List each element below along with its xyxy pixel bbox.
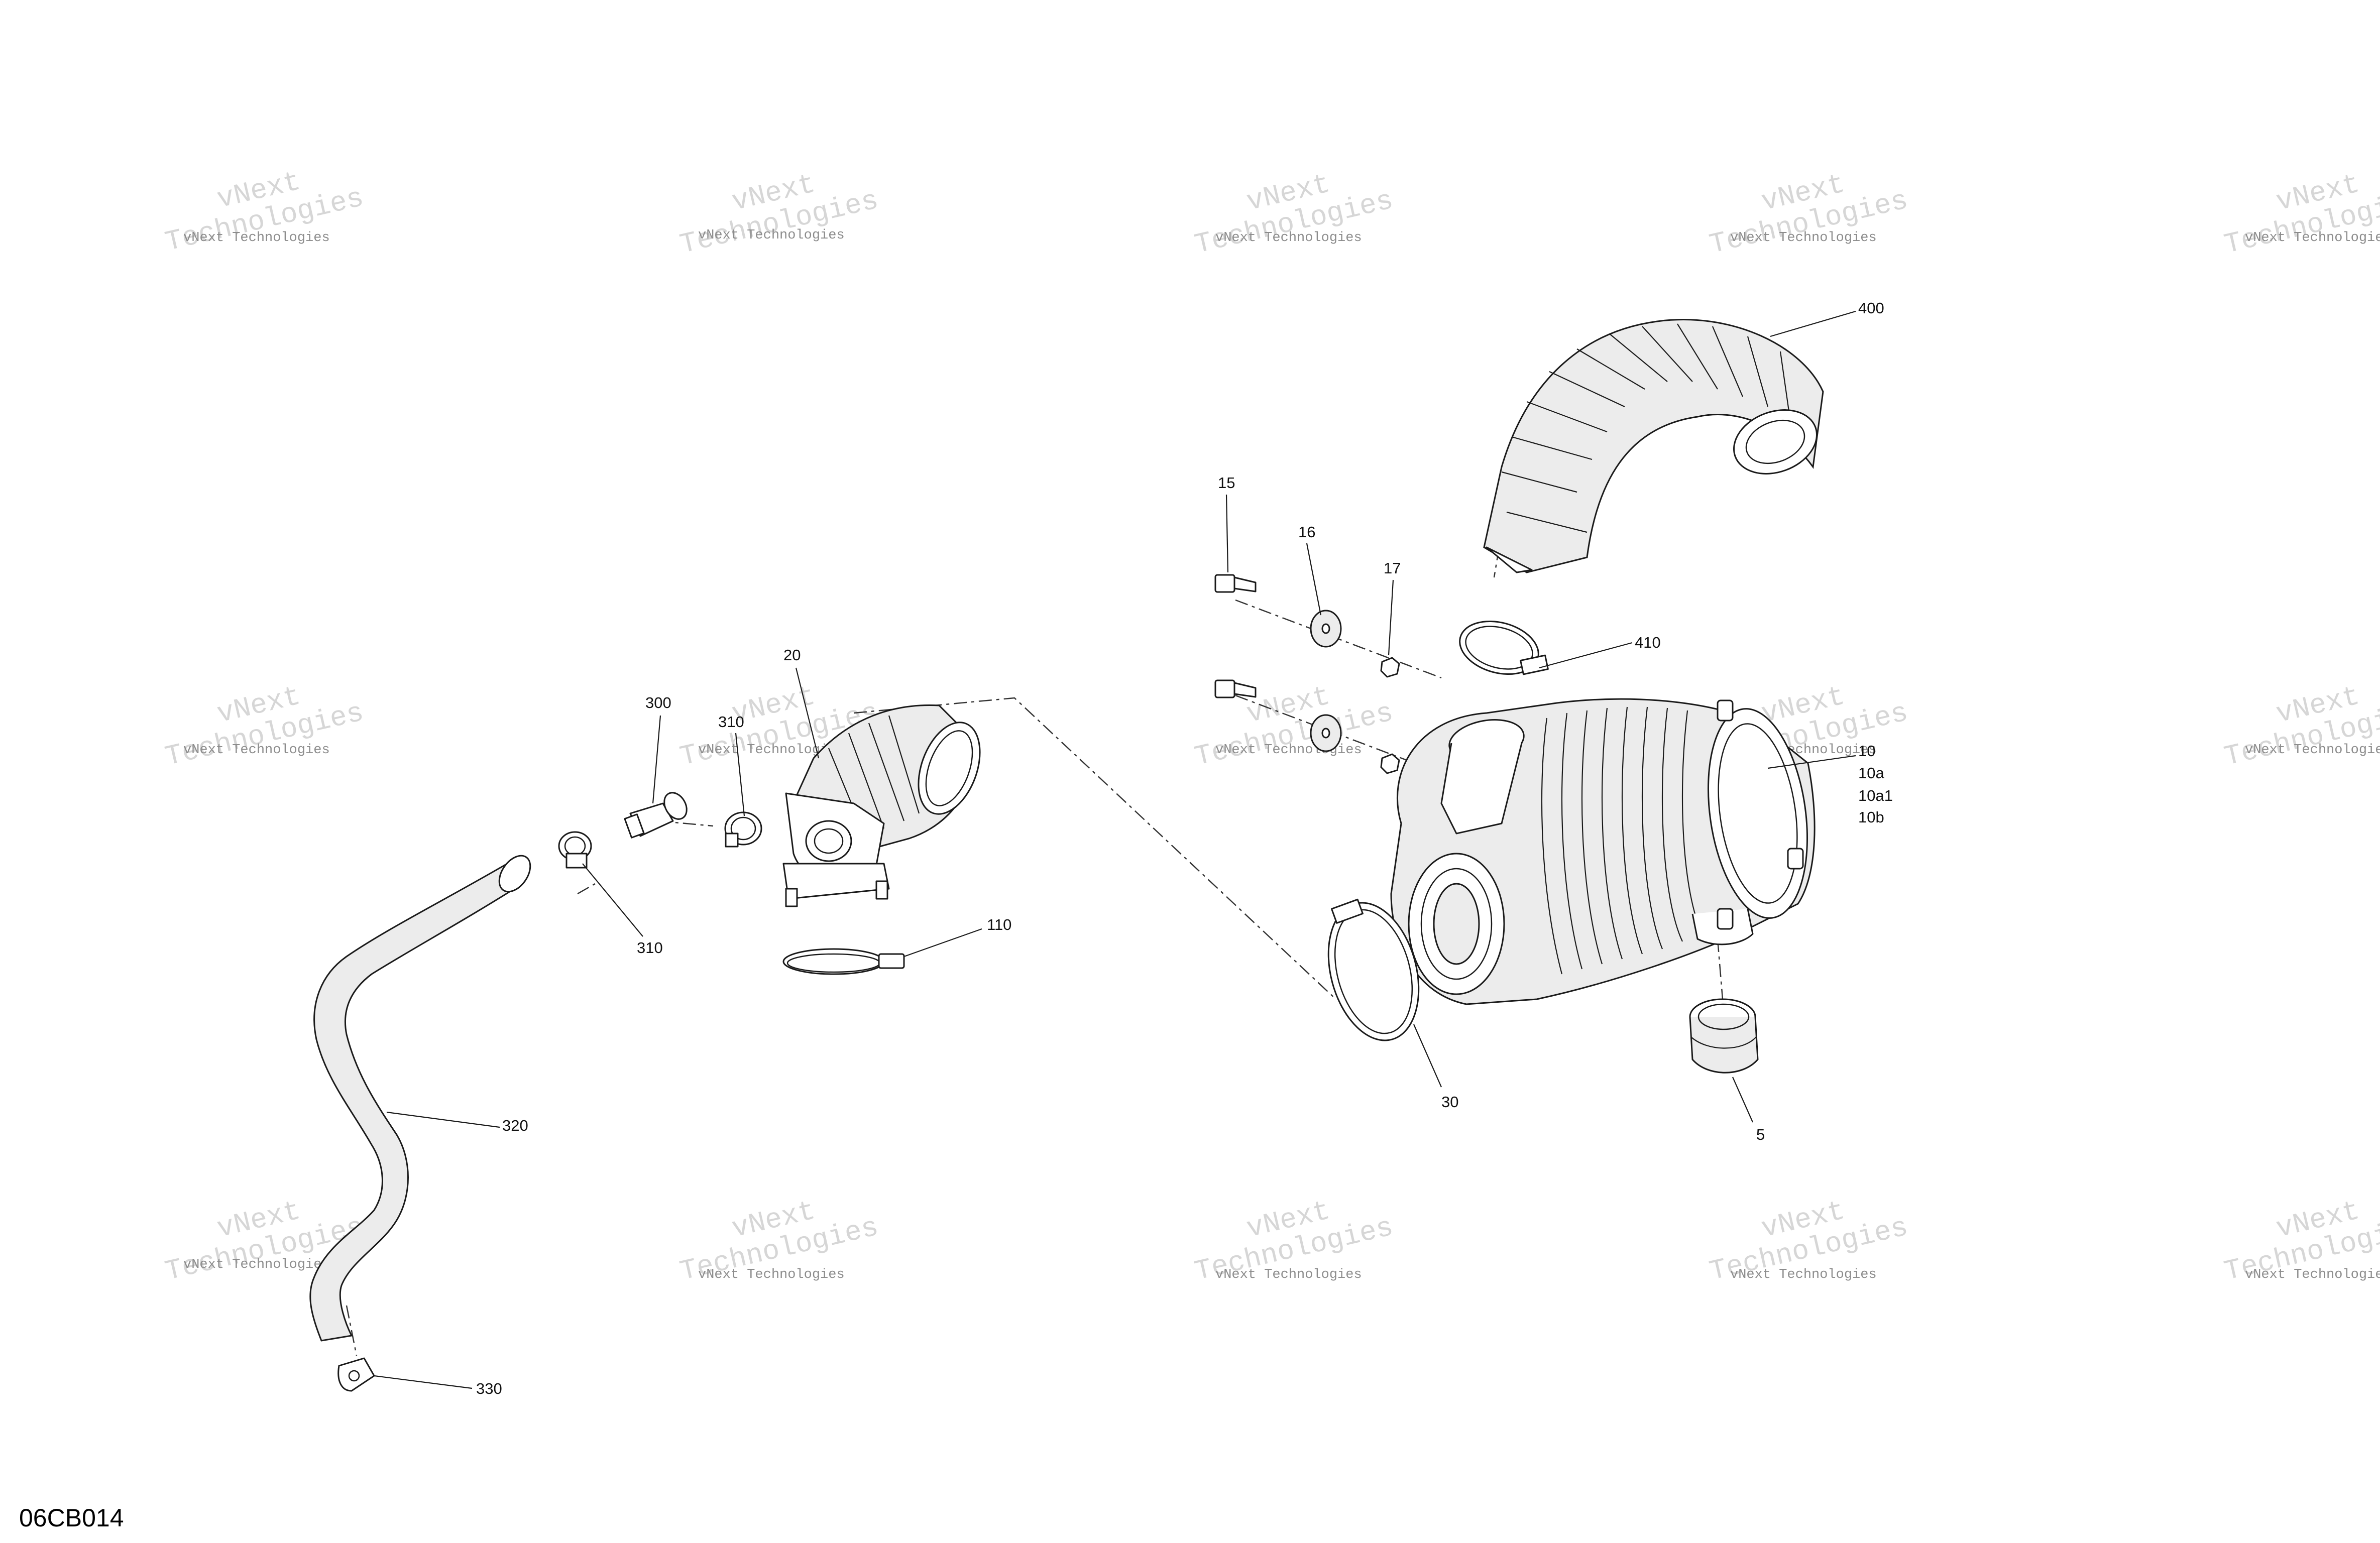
hose-320-end (498, 855, 531, 893)
drawing-id: 06CB014 (19, 1504, 124, 1532)
part-15-bolt-lower[interactable] (1214, 679, 1257, 698)
callout-110: 110 (987, 916, 1011, 933)
part-310-clamp-upper[interactable] (724, 811, 762, 848)
callout-15: 15 (1218, 474, 1235, 492)
callout-5: 5 (1756, 1126, 1765, 1143)
svg-text:vNext Technologies: vNext Technologies (2245, 230, 2380, 246)
part-110-clamp[interactable] (782, 948, 905, 975)
callout-300: 300 (645, 694, 671, 711)
callout-400: 400 (1858, 299, 1884, 317)
svg-text:vNext Technologies: vNext Technologies (1730, 230, 1877, 246)
part-400-intake-duct[interactable] (1483, 319, 1826, 573)
callout-20: 20 (783, 646, 801, 664)
svg-text:vNext Technologies: vNext Technologies (698, 1267, 845, 1282)
svg-text:vNext Technologies: vNext Technologies (1730, 1267, 1877, 1282)
callout-10a: 10a (1858, 764, 1884, 782)
callout-16: 16 (1298, 523, 1315, 541)
svg-text:vNext Technologies: vNext Technologies (1215, 743, 1362, 758)
callout-17: 17 (1384, 559, 1401, 577)
callout-10: 10 (1858, 742, 1875, 760)
svg-text:vNext Technologies: vNext Technologies (698, 228, 845, 243)
part-30-large-clamp[interactable] (1314, 893, 1433, 1050)
callout-330: 330 (476, 1380, 502, 1397)
part-330-hose-clip[interactable] (337, 1357, 375, 1392)
part-320-breather-hose[interactable] (309, 850, 537, 1342)
svg-text:vNext Technologies: vNext Technologies (183, 1257, 330, 1272)
callout-310-bottom: 310 (637, 939, 663, 957)
svg-text:vNext Technologies: vNext Technologies (183, 230, 330, 246)
callout-320: 320 (502, 1117, 528, 1134)
part-17-nut-lower[interactable] (1380, 753, 1400, 774)
callouts: 400 15 16 17 410 10 10a 10a1 10b 20 300 … (476, 299, 1893, 1397)
part-16-washer-upper[interactable] (1310, 610, 1342, 648)
svg-text:vNext Technologies: vNext Technologies (183, 743, 330, 758)
svg-text:vNext Technologies: vNext Technologies (2245, 743, 2380, 758)
part-17-nut-upper[interactable] (1380, 657, 1400, 678)
part-10-air-filter-housing[interactable] (1390, 698, 1820, 1005)
duct-400-outlet (1733, 409, 1818, 474)
svg-text:vNext Technologies: vNext Technologies (1215, 230, 1362, 246)
part-5-drain-boot[interactable] (1689, 998, 1759, 1074)
part-20-intake-adapter[interactable] (782, 704, 991, 907)
watermark-r1c2: Technologies vNext (677, 168, 881, 261)
callout-30: 30 (1441, 1093, 1458, 1111)
watermark-layer: Technologies vNext vNext Technologies Te… (162, 165, 2380, 1288)
adapter-20-outlet (918, 722, 981, 815)
leader-lines (374, 310, 1856, 1389)
callout-410: 410 (1635, 634, 1661, 651)
part-310-clamp-lower[interactable] (558, 831, 592, 869)
svg-text:vNext Technologies: vNext Technologies (1215, 1267, 1362, 1282)
callout-310-top: 310 (718, 713, 744, 731)
part-16-washer-lower[interactable] (1310, 714, 1342, 752)
part-300-elbow-fitting[interactable] (624, 789, 691, 839)
callout-10a1: 10a1 (1858, 787, 1893, 804)
callout-10b: 10b (1858, 808, 1884, 826)
svg-text:vNext Technologies: vNext Technologies (2245, 1267, 2380, 1282)
part-410-hose-clamp[interactable] (1454, 613, 1549, 682)
throttle-body-port (805, 820, 852, 862)
part-15-bolt-upper[interactable] (1214, 574, 1257, 593)
